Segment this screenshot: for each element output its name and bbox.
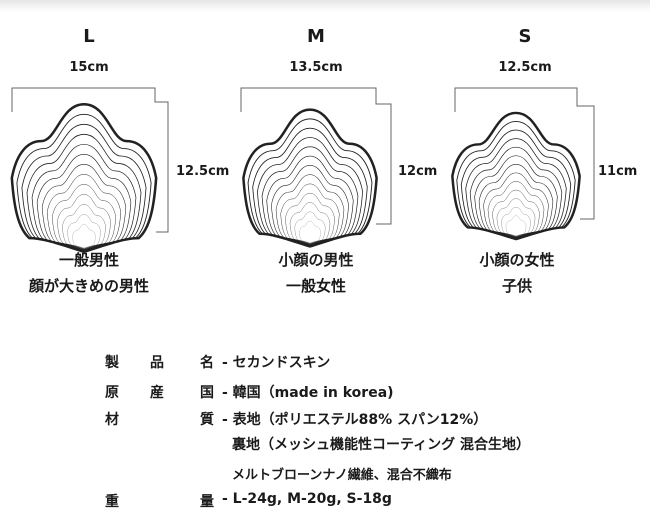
spec-weight-char3: 量 — [200, 494, 214, 510]
size-letter-s: S — [518, 26, 532, 47]
mask-diagrams — [10, 87, 595, 253]
height-label-l: 12.5cm — [176, 164, 230, 179]
top-shadow-bar — [0, 0, 650, 12]
spec-product-char2: 品 — [150, 355, 164, 371]
caption-l: 一般男性 顔が大きめの男性 — [29, 247, 149, 299]
spec-material-value: - 表地（ポリエステル88% スパン12%） — [222, 412, 488, 428]
dimension-lines-s — [454, 87, 595, 220]
mask-body-l — [10, 103, 158, 253]
mask-body-s — [451, 111, 581, 241]
dimension-lines-m — [240, 87, 392, 225]
spec-product-char1: 製 — [105, 355, 119, 371]
height-label-s: 11cm — [598, 164, 638, 179]
spec-weight-char1: 重 — [105, 494, 119, 510]
width-label-l: 15cm — [69, 60, 109, 75]
mask-s — [451, 87, 595, 241]
height-label-m: 12cm — [398, 164, 438, 179]
caption-s-line2: 子供 — [501, 277, 533, 295]
caption-s-line1: 小顔の女性 — [479, 251, 555, 269]
caption-m-line2: 一般女性 — [285, 277, 347, 295]
spec-material-char3: 質 — [200, 412, 214, 428]
spec-product-char3: 名 — [200, 355, 214, 371]
spec-product-value: - セカンドスキン — [222, 355, 331, 371]
size-letter-m: M — [307, 26, 325, 47]
caption-m-line1: 小顔の男性 — [278, 251, 354, 269]
size-letter-l: L — [83, 26, 95, 47]
mask-m — [240, 87, 392, 248]
dimension-lines-l — [11, 87, 169, 233]
spec-material-char1: 材 — [105, 412, 119, 428]
spec-origin-char2: 産 — [150, 385, 164, 401]
caption-l-line1: 一般男性 — [58, 251, 120, 269]
spec-origin-char3: 国 — [200, 385, 214, 401]
width-label-s: 12.5cm — [498, 60, 552, 75]
mask-l — [10, 87, 169, 253]
caption-l-line2: 顔が大きめの男性 — [28, 277, 150, 295]
spec-weight-value: - L-24g, M-20g, S-18g — [222, 491, 392, 507]
mask-body-m — [242, 108, 378, 248]
spec-material-line2: 裏地（メッシュ機能性コーティング 混合生地） — [232, 437, 531, 453]
caption-m: 小顔の男性 一般女性 — [278, 247, 353, 299]
spec-material-line3: メルトブローンナノ繊維、混合不織布 — [232, 468, 452, 483]
width-label-m: 13.5cm — [289, 60, 343, 75]
spec-origin-value: - 韓国（made in korea) — [222, 385, 394, 401]
caption-s: 小顔の女性 子供 — [479, 247, 554, 299]
spec-origin-char1: 原 — [105, 385, 119, 401]
